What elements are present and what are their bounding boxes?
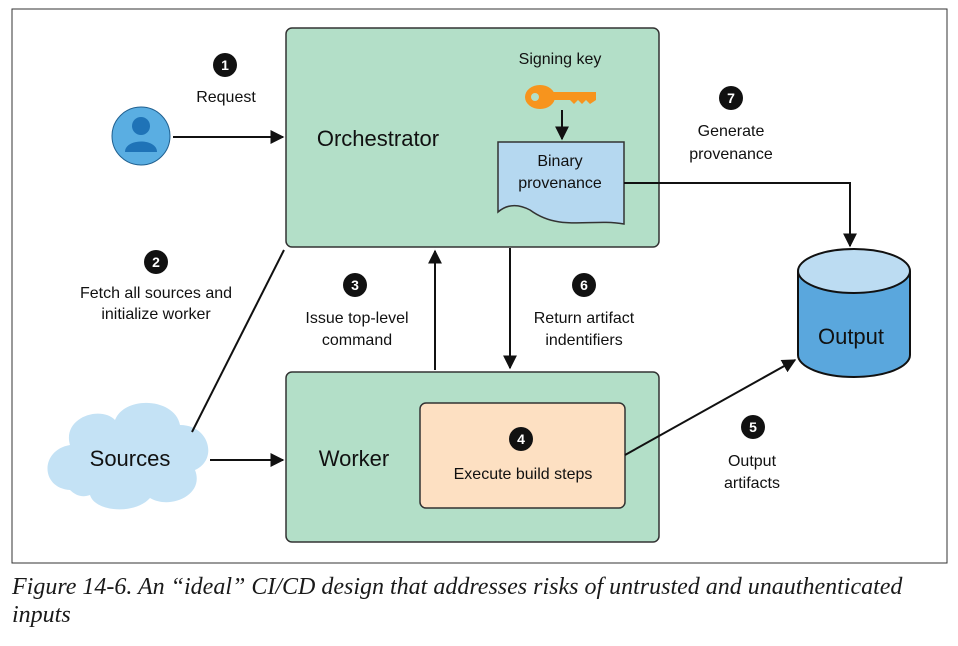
step-2-label-line-2: initialize worker (101, 306, 211, 323)
binary-provenance-line-2: provenance (518, 175, 602, 192)
output-artifacts-arrow (624, 359, 797, 456)
binary-provenance-document: Binary provenance (497, 141, 625, 225)
step-5-label-line-2: artifacts (724, 475, 780, 492)
user-icon (111, 106, 171, 166)
sources-label: Sources (90, 446, 171, 471)
worker-label: Worker (319, 446, 390, 471)
figure-caption: Figure 14-6. An “ideal” CI/CD design tha… (12, 574, 903, 628)
step-1-label: Request (196, 89, 256, 106)
cloud-icon (47, 402, 209, 510)
generate-provenance-arrow (624, 182, 857, 248)
step-5-badge (741, 415, 765, 439)
binary-provenance-line-1: Binary (537, 153, 582, 170)
step-2-badge (144, 250, 168, 274)
step-1-badge (213, 53, 237, 77)
fetch-sources-line (191, 249, 285, 433)
orchestrator-label: Orchestrator (317, 126, 439, 151)
step-3-number: 3 (351, 277, 359, 293)
step-2-label-line-1: Fetch all sources and (80, 285, 232, 302)
ci-cd-diagram: Orchestrator Worker 4 Execute build step… (11, 8, 948, 564)
execute-build-steps-box: 4 Execute build steps (419, 402, 626, 509)
step-1-number: 1 (221, 57, 229, 73)
step-7-number: 7 (727, 90, 735, 106)
step-4-badge (509, 427, 533, 451)
signing-key-label: Signing key (519, 51, 602, 68)
step-4-number: 4 (517, 431, 525, 447)
output-label: Output (818, 324, 884, 349)
figure-frame (11, 8, 948, 564)
step-6-badge (572, 273, 596, 297)
step-5-number: 5 (749, 419, 757, 435)
step-5-label-line-1: Output (728, 453, 777, 470)
step-2-number: 2 (152, 254, 160, 270)
database-icon (797, 248, 911, 378)
step-3-badge (343, 273, 367, 297)
step-7-badge (719, 86, 743, 110)
key-icon (525, 85, 596, 109)
step-3-label-line-2: command (322, 332, 392, 349)
step-6-label-line-2: indentifiers (545, 332, 622, 349)
step-6-number: 6 (580, 277, 588, 293)
execute-build-steps-label: Execute build steps (454, 466, 593, 483)
step-3-label-line-1: Issue top-level (305, 310, 408, 327)
step-6-label-line-1: Return artifact (534, 310, 635, 327)
step-7-label-line-2: provenance (689, 146, 773, 163)
step-7-label-line-1: Generate (698, 123, 765, 140)
